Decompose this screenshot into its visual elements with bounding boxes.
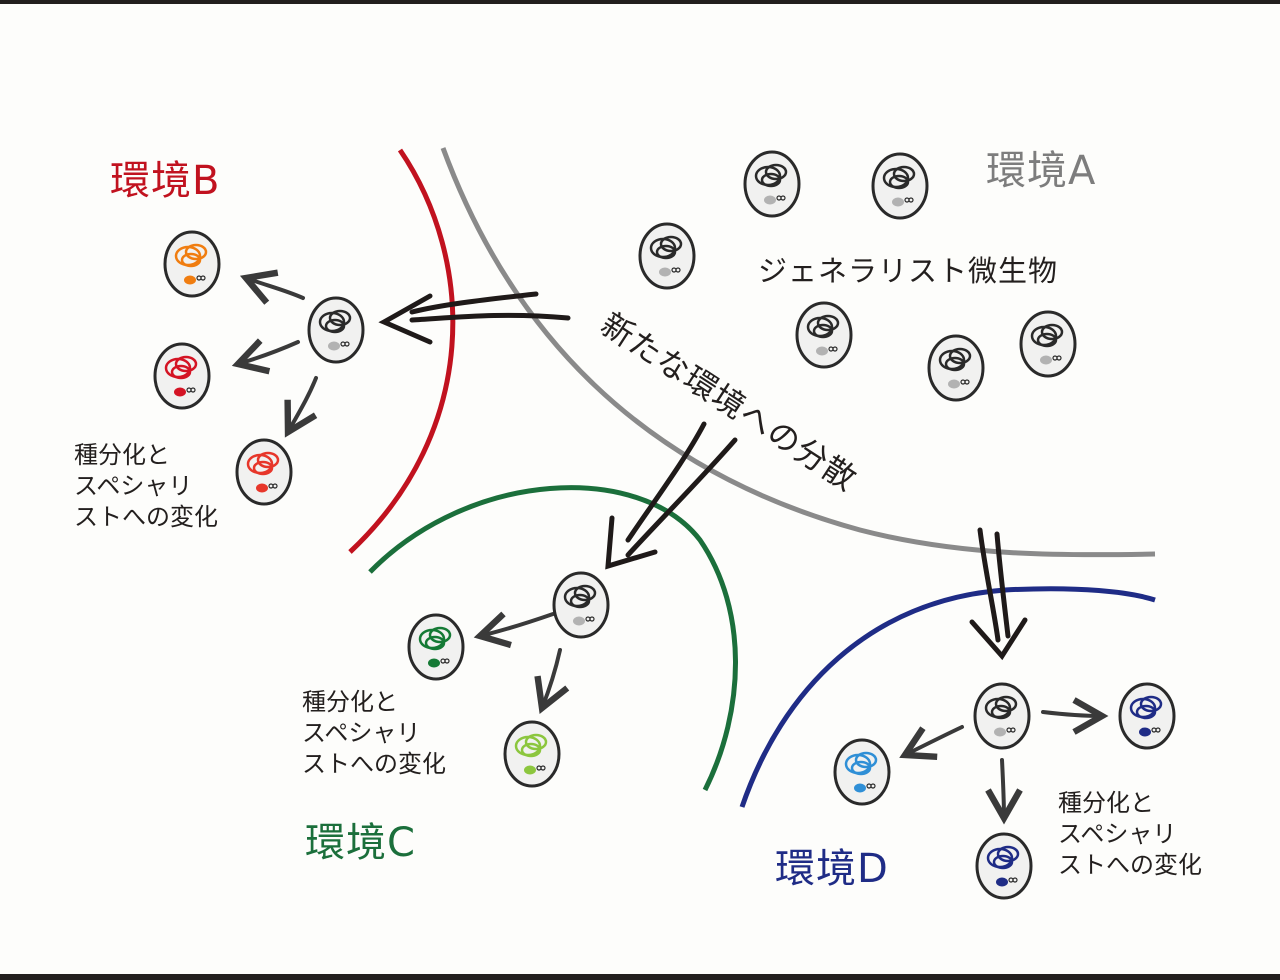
cell-specialist-orange <box>163 230 221 298</box>
speciation-note-b: 種分化と スペシャリ ストへの変化 <box>74 441 218 531</box>
speciation-arrows <box>231 269 1109 825</box>
cell-founder-b <box>307 296 365 364</box>
environment-b-label: 環境B <box>110 158 221 204</box>
environment-a-boundary <box>440 147 1156 558</box>
cell-generalist <box>743 150 801 218</box>
cell-generalist <box>927 334 985 402</box>
cell-generalist <box>1019 310 1077 378</box>
cell-specialist-green <box>407 613 465 681</box>
environment-b-boundary <box>348 148 456 554</box>
generalist-label: ジェネラリスト微生物 <box>758 254 1059 288</box>
environment-c-label: 環境C <box>305 820 416 866</box>
environment-c-boundary <box>368 485 738 792</box>
top-border <box>0 0 1280 4</box>
dispersal-arrow-to-c <box>605 421 738 570</box>
cell-specialist-sky <box>833 738 891 806</box>
cell-generalist <box>795 301 853 369</box>
cell-specialist-red <box>153 342 211 410</box>
cell-specialist-navy <box>975 832 1033 900</box>
cell-founder-c <box>552 571 610 639</box>
environment-d-boundary <box>739 586 1156 808</box>
cell-generalist <box>638 222 696 290</box>
dispersal-arrow-to-d <box>969 527 1028 661</box>
environment-a-label: 環境A <box>986 148 1097 194</box>
environment-d-label: 環境D <box>775 846 889 892</box>
dispersal-arrow-to-b <box>378 291 571 345</box>
bottom-border <box>0 974 1280 980</box>
cell-specialist-navy <box>1118 682 1176 750</box>
speciation-note-d: 種分化と スペシャリ ストへの変化 <box>1058 789 1202 879</box>
cell-generalist <box>871 152 929 220</box>
cell-founder-d <box>973 682 1031 750</box>
cell-specialist-red-orange <box>235 438 293 506</box>
cell-specialist-lime <box>503 720 561 788</box>
speciation-note-c: 種分化と スペシャリ ストへの変化 <box>302 688 446 778</box>
